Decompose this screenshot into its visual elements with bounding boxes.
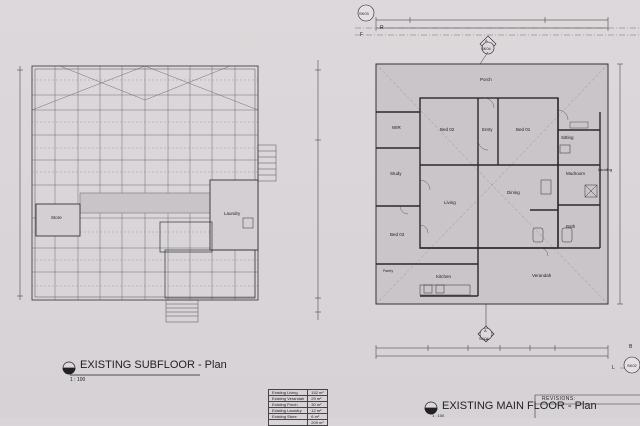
subfloor-store-label: Store xyxy=(51,215,62,220)
room-verandah: Verandah xyxy=(532,273,552,278)
section-marker-sk03[interactable]: SK03 xyxy=(359,11,369,16)
subfloor-title-symbol xyxy=(62,361,76,375)
revisions-label: REVISIONS: xyxy=(542,396,576,402)
room-porch: Porch xyxy=(480,77,492,82)
grid-marker-a-top: A xyxy=(485,38,488,43)
room-bed02: Bed 02 xyxy=(440,127,455,132)
grid-marker-b: B xyxy=(629,344,633,350)
main-floor-plan xyxy=(375,63,609,305)
table-row: 209 m² xyxy=(267,419,328,426)
room-bed03: Bed 03 xyxy=(390,232,405,237)
subfloor-plan-scale: 1 : 100 xyxy=(70,377,86,383)
area-total: 209 m² xyxy=(307,419,328,426)
subfloor-laundry-label: Laundry xyxy=(224,211,241,216)
room-wir: WIR xyxy=(392,125,401,130)
grid-marker-l: L xyxy=(612,365,615,371)
room-study: Study xyxy=(390,171,402,176)
room-landing: Landing xyxy=(598,167,613,172)
room-entry: Entry xyxy=(482,127,493,132)
area-label xyxy=(267,419,309,426)
mainfloor-title-symbol xyxy=(424,401,438,415)
room-kitchen: Kitchen xyxy=(436,274,452,279)
area-label: Existing Verandah xyxy=(267,395,309,402)
room-bath: Bath xyxy=(566,224,576,229)
section-marker-sk04-bottom[interactable]: SK04 xyxy=(479,336,489,341)
mainfloor-plan-scale: 1 : 100 xyxy=(432,413,445,418)
grid-marker-f: F xyxy=(360,32,364,38)
room-mudroom: Mudroom xyxy=(566,171,586,176)
section-marker-sk02[interactable]: SK02 xyxy=(627,363,637,368)
room-sitting: Sitting xyxy=(561,135,574,140)
subfloor-plan-title: EXISTING SUBFLOOR - Plan xyxy=(80,359,227,371)
room-bed01: Bed 01 xyxy=(516,127,531,132)
room-dining: Dining xyxy=(507,190,520,195)
subfloor-plan xyxy=(17,65,277,323)
room-pantry: Pantry xyxy=(383,269,394,273)
room-living: Living xyxy=(444,200,456,205)
grid-marker-a-bottom: A xyxy=(484,328,487,333)
mainfloor-plan-title: EXISTING MAIN FLOOR - Plan xyxy=(442,400,597,412)
grid-marker-r: R xyxy=(380,25,384,31)
section-marker-sk04-top[interactable]: SK04 xyxy=(481,46,491,51)
